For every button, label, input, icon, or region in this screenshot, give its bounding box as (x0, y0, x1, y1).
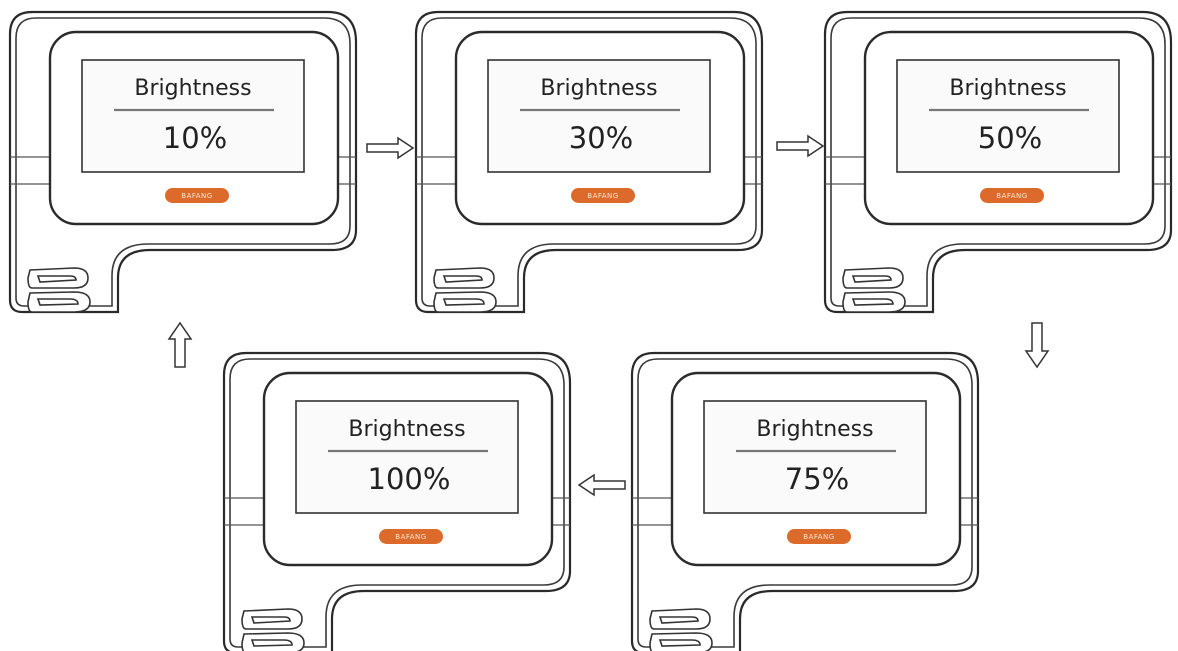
brightness-value: 100% (368, 462, 451, 496)
arrow-right-icon (776, 134, 825, 158)
display-device-4: Brightness 100% BAFANG (222, 351, 572, 651)
brightness-title: Brightness (134, 76, 251, 101)
display-screen (487, 59, 711, 173)
brightness-title: Brightness (348, 417, 465, 442)
brand-logo (980, 188, 1044, 203)
brightness-value: 50% (978, 121, 1042, 155)
arrow-down-icon (1024, 322, 1050, 369)
button-inner-mark (658, 616, 699, 624)
button-inner-mark (250, 616, 291, 624)
brightness-title: Brightness (756, 417, 873, 442)
brand-logo-text: BAFANG (996, 192, 1027, 200)
brand-logo (379, 529, 443, 544)
control-buttons (27, 267, 91, 313)
button-inner-mark (851, 275, 892, 283)
brightness-value: 75% (785, 462, 849, 496)
brand-logo-text: BAFANG (395, 533, 426, 541)
display-screen (295, 400, 519, 514)
brand-logo-text: BAFANG (587, 192, 618, 200)
brand-logo (787, 529, 851, 544)
button-inner-mark (851, 298, 894, 306)
brightness-title: Brightness (540, 76, 657, 101)
arrow-left-icon (577, 473, 626, 497)
brand-logo (571, 188, 635, 203)
control-buttons (649, 608, 713, 651)
display-device-2: Brightness 50% BAFANG (823, 10, 1173, 314)
display-screen (81, 59, 305, 173)
display-device-0: Brightness 10% BAFANG (8, 10, 358, 314)
button-inner-mark (250, 639, 293, 647)
button-inner-mark (442, 275, 483, 283)
button-inner-mark (658, 639, 701, 647)
brand-logo (165, 188, 229, 203)
control-buttons (842, 267, 906, 313)
display-device-3: Brightness 75% BAFANG (630, 351, 980, 651)
brightness-title: Brightness (949, 76, 1066, 101)
arrow-right-icon (366, 136, 415, 160)
brightness-value: 30% (569, 121, 633, 155)
brand-logo-text: BAFANG (181, 192, 212, 200)
button-inner-mark (36, 298, 79, 306)
control-buttons (241, 608, 305, 651)
brand-logo-text: BAFANG (803, 533, 834, 541)
arrow-up-icon (167, 321, 193, 368)
display-screen (703, 400, 927, 514)
button-inner-mark (36, 275, 77, 283)
brightness-value: 10% (163, 121, 227, 155)
display-screen (896, 59, 1120, 173)
button-inner-mark (442, 298, 485, 306)
control-buttons (433, 267, 497, 313)
display-device-1: Brightness 30% BAFANG (414, 10, 764, 314)
